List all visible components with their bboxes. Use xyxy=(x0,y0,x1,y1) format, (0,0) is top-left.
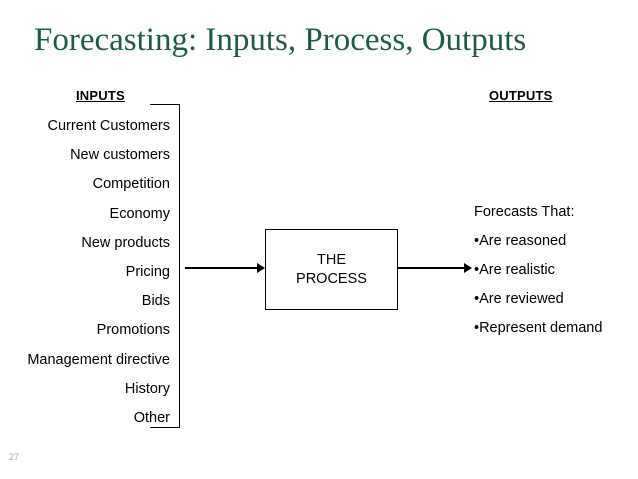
list-item: Management directive xyxy=(27,351,170,368)
arrow-right-icon-inputs-to-process xyxy=(185,263,265,273)
process-label-line2: PROCESS xyxy=(296,270,367,287)
list-item: New products xyxy=(81,234,170,251)
bracket-top-segment xyxy=(150,104,180,105)
list-item: Promotions xyxy=(96,322,170,339)
list-item: •Are reasoned xyxy=(474,233,567,249)
list-item: Competition xyxy=(92,176,170,193)
outputs-intro: Forecasts That: xyxy=(474,204,575,220)
list-item: •Are reviewed xyxy=(474,291,564,307)
list-item: Current Customers xyxy=(47,118,170,134)
page-number: 27 xyxy=(9,452,20,462)
list-item: History xyxy=(124,380,170,397)
list-item: •Represent demand xyxy=(474,320,603,336)
process-box: THE PROCESS xyxy=(265,229,398,310)
outputs-list: Forecasts That: •Are reasoned •Are reali… xyxy=(474,198,638,343)
inputs-heading: INPUTS xyxy=(76,88,125,103)
arrow-shaft xyxy=(398,267,465,269)
list-item: Other xyxy=(133,409,170,426)
inputs-bracket xyxy=(150,104,180,428)
page-title: Forecasting: Inputs, Process, Outputs xyxy=(34,22,527,58)
arrow-head xyxy=(464,263,472,273)
arrow-shaft xyxy=(185,267,258,269)
inputs-list: Current Customers New customers Competit… xyxy=(0,112,170,433)
list-item: New customers xyxy=(70,147,170,164)
list-item: Economy xyxy=(109,205,170,222)
list-item: Bids xyxy=(141,293,170,310)
list-item: Pricing xyxy=(125,263,170,280)
process-label-line1: THE xyxy=(317,251,346,268)
outputs-heading: OUTPUTS xyxy=(489,88,553,103)
arrow-head xyxy=(257,263,265,273)
bracket-bottom-segment xyxy=(150,427,180,428)
list-item: •Are realistic xyxy=(474,262,555,278)
bracket-vertical-segment xyxy=(179,104,180,428)
arrow-right-icon-process-to-outputs xyxy=(398,263,472,273)
